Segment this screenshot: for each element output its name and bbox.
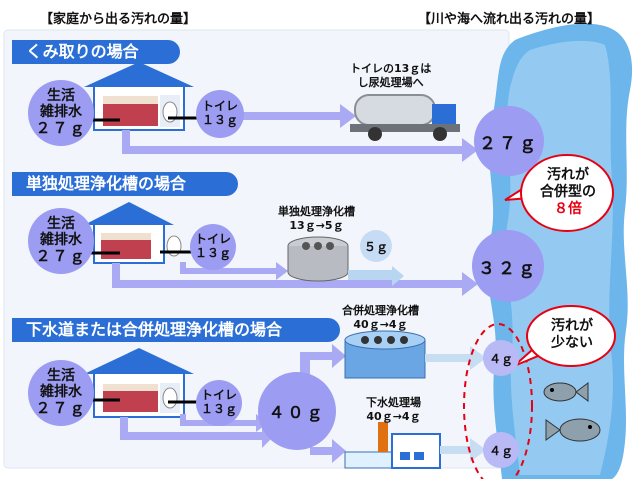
combined-circle: ４０ｇ xyxy=(258,372,336,450)
bubble2-line2: 少ない xyxy=(551,334,593,351)
bubble-text-2: 汚れが 少ない xyxy=(532,318,612,352)
arrow-sewage-out xyxy=(440,438,486,462)
speech-bubble-2 xyxy=(513,305,616,367)
combined-tank-name: 合併処理浄化槽 xyxy=(342,304,419,317)
household-amount: ２７ｇ xyxy=(35,399,87,418)
arrow-main-2 xyxy=(112,263,478,296)
single-tank-output: ５ｇ xyxy=(360,230,392,262)
fish-icon xyxy=(543,382,589,402)
single-tank-label: 単独処理浄化槽 13ｇ→5ｇ xyxy=(278,205,355,234)
fish-icon-2 xyxy=(545,418,601,442)
arrow-toilet-2 xyxy=(180,262,288,280)
household-line1: 生活 xyxy=(46,88,75,105)
truck-tank xyxy=(354,94,436,126)
toilet-amount: １３ｇ xyxy=(194,246,231,260)
output-circle-2: ４ｇ xyxy=(483,432,519,468)
sewage-basin xyxy=(344,451,396,469)
toilet-amount: １３ｇ xyxy=(200,402,237,416)
toilet-label: トイレ xyxy=(201,99,238,114)
household-line2: 雑排水 xyxy=(39,384,82,401)
sewage-building xyxy=(391,433,441,469)
truck-note: トイレの13ｇは し尿処理場へ xyxy=(350,62,431,90)
household-line1: 生活 xyxy=(46,216,75,233)
result-circle-2: ３２ｇ xyxy=(472,230,544,302)
bubble1-line1: 汚れが xyxy=(547,167,589,183)
arrow-branch-down xyxy=(300,427,346,463)
bubble1-line3: ８倍 xyxy=(554,200,582,217)
household-line2: 雑排水 xyxy=(39,104,82,121)
arrow-branch-up xyxy=(300,344,346,375)
arrow-house-3 xyxy=(120,417,274,448)
combined-tank-top xyxy=(344,330,426,350)
bubble2-line1: 汚れが xyxy=(551,318,593,334)
left-header: 【家庭から出る汚れの量】 xyxy=(40,12,197,27)
section-title-3: 下水道または合併処理浄化槽の場合 xyxy=(12,318,340,342)
sewage-reduction: 40ｇ→4ｇ xyxy=(366,410,421,424)
arrow-truck-1 xyxy=(240,104,356,128)
sewage-label: 下水処理場 40ｇ→4ｇ xyxy=(366,396,421,425)
dashed-oval xyxy=(463,323,533,479)
sewage-chimney xyxy=(378,422,388,452)
household-amount: ２７ｇ xyxy=(35,119,87,138)
right-header: 【川や海へ流れ出る汚れの量】 xyxy=(418,12,601,27)
result-circle-1: ２７ｇ xyxy=(474,106,544,176)
combined-tank-label: 合併処理浄化槽 40ｇ→4ｇ xyxy=(342,304,419,333)
house-roof-3 xyxy=(84,348,194,374)
arrow-main-1 xyxy=(122,130,478,162)
arrow-combined-out xyxy=(425,346,486,370)
truck-note-line1: トイレの13ｇは xyxy=(350,62,432,75)
household-line1: 生活 xyxy=(46,368,75,385)
bubble-text-1: 汚れが 合併型の ８倍 xyxy=(528,167,608,217)
combined-tank-reduction: 40ｇ→4ｇ xyxy=(353,318,408,332)
toilet-label: トイレ xyxy=(200,388,237,403)
toilet-label: トイレ xyxy=(194,232,231,247)
truck-wheel-1 xyxy=(368,127,382,141)
kitchen-top-1 xyxy=(103,96,158,104)
truck-wheel-2 xyxy=(433,127,447,141)
toilet-amount: １３ｇ xyxy=(201,113,238,127)
single-tank-body xyxy=(287,246,349,282)
single-tank-name: 単独処理浄化槽 xyxy=(278,205,355,218)
output-circle-1: ４ｇ xyxy=(483,340,519,376)
single-tank-reduction: 13ｇ→5ｇ xyxy=(289,219,344,233)
arrow-tank-2 xyxy=(348,266,404,286)
section-title-2: 単独処理浄化槽の場合 xyxy=(12,172,238,196)
sewage-name: 下水処理場 xyxy=(366,396,421,409)
house-roof-2 xyxy=(84,202,174,225)
bubble1-line2: 合併型の xyxy=(540,183,596,200)
section-title-1: くみ取りの場合 xyxy=(12,40,180,64)
truck-note-line2: し尿処理場へ xyxy=(357,75,424,89)
household-line2: 雑排水 xyxy=(39,232,82,249)
house-roof-1 xyxy=(84,62,194,87)
speech-bubble-1 xyxy=(504,154,614,232)
household-amount: ２７ｇ xyxy=(35,247,87,266)
